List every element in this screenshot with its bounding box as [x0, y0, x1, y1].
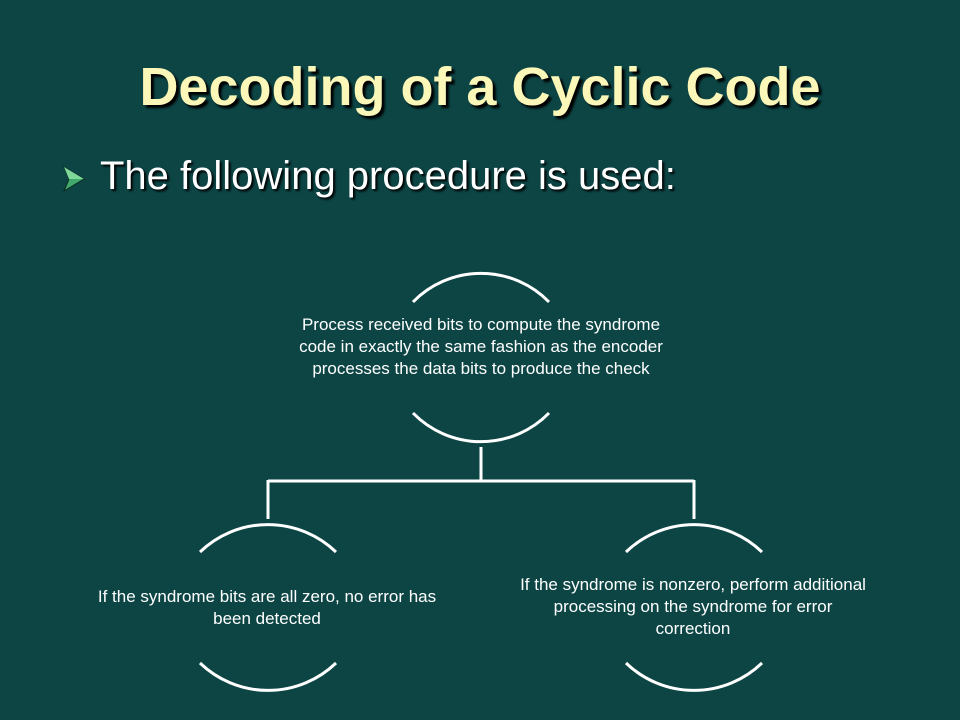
root-node-top-arc	[411, 271, 551, 304]
left-node-bottom-arc	[198, 661, 338, 692]
right-node-top-arc	[624, 523, 764, 554]
arrow-bullet-icon	[62, 165, 85, 192]
right-node-text: If the syndrome is nonzero, perform addi…	[520, 575, 866, 638]
slide-title: Decoding of a Cyclic Code	[139, 57, 821, 117]
root-node-bottom-arc	[411, 411, 551, 444]
right-node-bottom-arc	[624, 661, 764, 692]
root-node-text: Process received bits to compute the syn…	[299, 315, 663, 378]
left-node-top-arc	[198, 523, 338, 554]
left-node-text: If the syndrome bits are all zero, no er…	[97, 587, 437, 628]
bullet-item: The following procedure is used:	[58, 154, 676, 199]
bullet-text: The following procedure is used:	[100, 154, 676, 198]
